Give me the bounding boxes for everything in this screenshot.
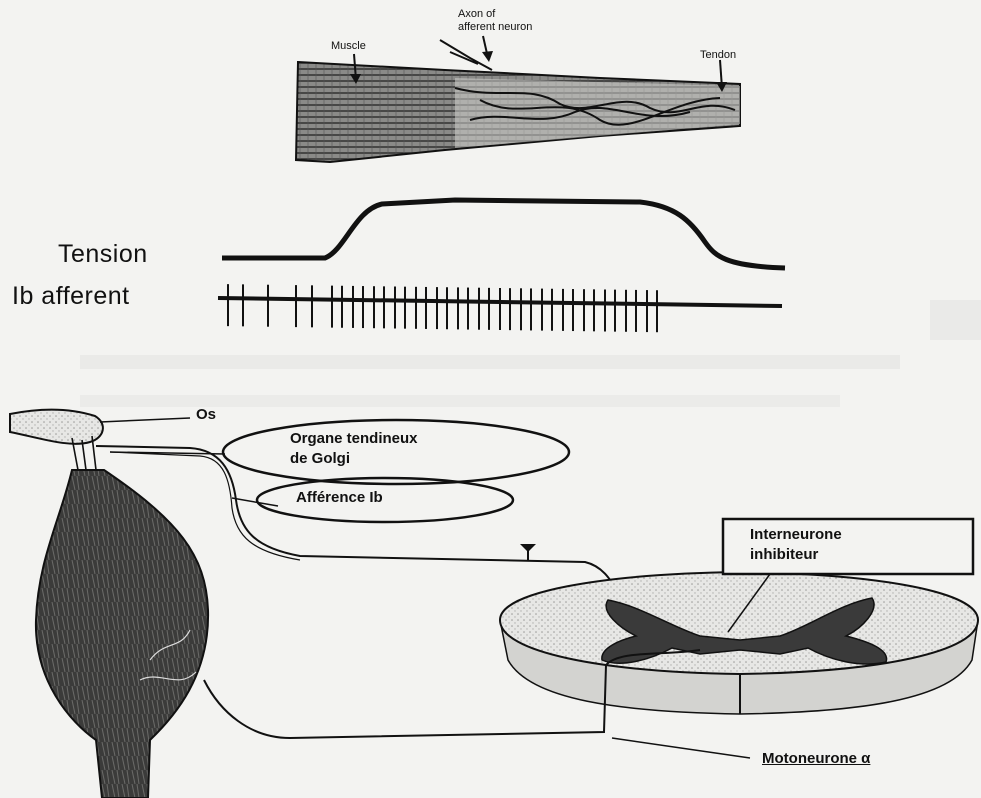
tension-label: Tension bbox=[58, 242, 148, 267]
cord-top bbox=[500, 572, 978, 674]
golgi-organ-label-line1: Organe tendineux bbox=[290, 431, 418, 446]
spinal-cord-section bbox=[500, 572, 978, 714]
bone-attachment bbox=[10, 410, 103, 470]
tendon-label: Tendon bbox=[700, 50, 736, 61]
bone-pointer-line bbox=[100, 418, 190, 422]
ib-afferent-trace bbox=[218, 284, 782, 332]
afferent-spikes bbox=[228, 284, 657, 332]
muscle-belly bbox=[36, 470, 208, 798]
muscle-tendon-panel bbox=[296, 36, 740, 162]
tension-trace bbox=[222, 200, 785, 268]
ib-afferent-label: Ib afferent bbox=[12, 284, 130, 309]
motoneuron-label: Motoneurone α bbox=[762, 751, 870, 766]
dorsal-root-ganglion bbox=[520, 544, 536, 560]
motoneuron-pointer bbox=[612, 738, 750, 758]
bone-label: Os bbox=[196, 407, 216, 422]
interneuron-label-line2: inhibiteur bbox=[750, 547, 818, 562]
axon-label-line2: afferent neuron bbox=[458, 22, 532, 33]
golgi-organ-label-line2: de Golgi bbox=[290, 451, 350, 466]
afferent-ib-label: Afférence Ib bbox=[296, 490, 383, 505]
muscle-label: Muscle bbox=[331, 41, 366, 52]
interneuron-label-line1: Interneurone bbox=[750, 527, 842, 542]
afferent-pointer-line bbox=[232, 498, 278, 506]
axon-label-line1: Axon of bbox=[458, 9, 495, 20]
tendon-region bbox=[455, 78, 740, 148]
bone bbox=[10, 410, 103, 444]
